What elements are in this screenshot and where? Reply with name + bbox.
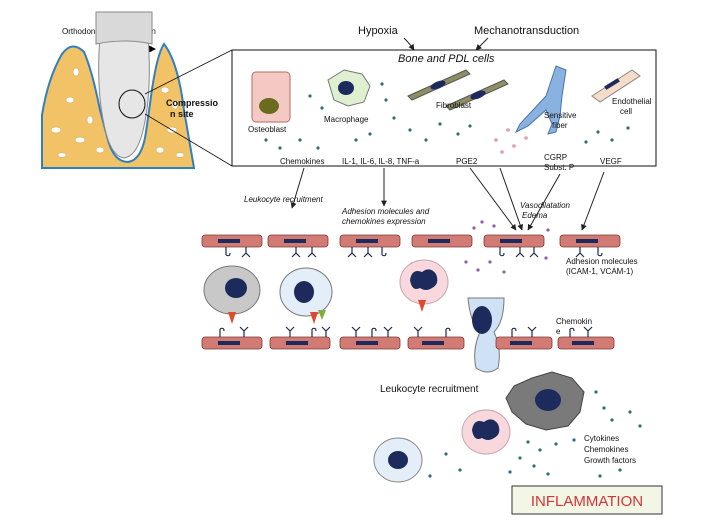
- tooth-root-shape: [98, 35, 150, 159]
- pge2-arrow-1: [469, 167, 517, 231]
- leukocyte-rolling-1: [203, 265, 261, 324]
- osteoblast-nucleus: [259, 98, 279, 114]
- membrane-nucleus: [422, 341, 444, 345]
- growth-factors-label: Growth factors: [584, 456, 636, 465]
- cgrp-arrow: [527, 173, 561, 231]
- transmigrating-leukocyte: [467, 297, 505, 373]
- adhesion-receptors-top: [225, 247, 603, 258]
- hypoxia-arrow: [403, 37, 415, 51]
- vegf-arrow: [581, 171, 605, 231]
- zoom-line-bottom: [144, 113, 233, 167]
- tooth-crown-shape: [95, 11, 153, 45]
- fibroblast-label: Fibroblast: [436, 101, 472, 110]
- leukocyte-rolling-2: [279, 267, 333, 324]
- mechano-arrow: [475, 37, 489, 51]
- edema-label: Edema: [522, 211, 548, 220]
- lymphocyte-tissue: [373, 437, 423, 483]
- vasodilatation-label: Vasodilatation: [520, 201, 571, 210]
- chemokines-bottom-label: Chemokines: [584, 445, 628, 454]
- adhesion-expression-label-2: chemokines expression: [342, 217, 426, 226]
- membrane-nucleus: [576, 239, 598, 243]
- inflammation-box: [511, 485, 663, 515]
- endothelial-nucleus: [604, 78, 620, 90]
- cgrp-label: CGRP: [544, 153, 567, 162]
- leukocyte-recruitment-mid-label: Leukocyte recruitment: [380, 384, 479, 395]
- interleukins-label: IL-1, IL-6, IL-8, TNF-a: [342, 157, 420, 166]
- chemokine-label-2: e: [556, 327, 561, 336]
- tooth-bone-panel: Orthodontic force direction Compressio n…: [41, 11, 233, 169]
- membrane-nucleus: [218, 341, 240, 345]
- sensitive-fiber-label-1: Sensitive: [544, 111, 577, 120]
- adhesion-receptors-bottom: [219, 326, 593, 337]
- macrophage-nucleus: [338, 81, 354, 95]
- membrane-nucleus: [428, 239, 450, 243]
- adhesion-expression-label-1: Adhesion molecules and: [341, 207, 430, 216]
- cytokines-label: Cytokines: [584, 434, 619, 443]
- cytokine-dots-bottom: [428, 390, 642, 478]
- neutrophil-rolling: [399, 259, 449, 312]
- membrane-nucleus: [218, 239, 240, 243]
- osteoblast-label: Osteoblast: [248, 125, 287, 134]
- endothelial-label-2: cell: [620, 107, 632, 116]
- endothelial-label-1: Endothelial: [612, 97, 652, 106]
- vegf-label: VEGF: [600, 157, 622, 166]
- chemokines-arrow: [290, 167, 305, 209]
- membrane-nucleus: [572, 341, 594, 345]
- membrane-nucleus: [284, 239, 306, 243]
- membrane-nucleus: [356, 341, 378, 345]
- neutrophil-tissue: [461, 409, 511, 455]
- mechanotransduction-label: Mechanotransduction: [474, 25, 579, 37]
- compression-circle: [118, 89, 146, 119]
- osteoblast-cell: [251, 71, 291, 123]
- leukocyte-recruitment-top-label: Leukocyte recruitment: [244, 195, 323, 204]
- macrophage-label: Macrophage: [324, 115, 369, 124]
- sensitive-fiber-shape: [514, 65, 567, 135]
- inflammation-label: INFLAMMATION: [531, 493, 643, 510]
- compression-site-label-1: Compressio: [166, 98, 219, 108]
- macrophage-tissue: [505, 371, 585, 431]
- endothelial-cell-shape: [591, 69, 641, 103]
- bone-pdl-cells-box: [231, 49, 657, 167]
- hypoxia-label: Hypoxia: [358, 25, 399, 37]
- adhesion-molecules-label-1: Adhesion molecules: [566, 257, 638, 266]
- pge2-arrow-2: [499, 167, 524, 231]
- signal-dots-box: [264, 82, 630, 154]
- membrane-nucleus: [286, 341, 308, 345]
- chemokines-label: Chemokines: [280, 157, 324, 166]
- membrane-nucleus: [500, 239, 522, 243]
- endothelium-row-bottom: [201, 336, 615, 350]
- pge2-label: PGE2: [456, 157, 478, 166]
- fibroblast-nucleus-1: [430, 80, 446, 90]
- membrane-nucleus: [356, 239, 378, 243]
- fibroblast-nucleus-2: [470, 90, 486, 100]
- adhesion-molecules-label-2: (ICAM-1, VCAM-1): [566, 267, 633, 276]
- membrane-nucleus: [510, 341, 532, 345]
- subst-p-label: Subst. P: [544, 163, 574, 172]
- compression-site-label-2: n site: [170, 109, 194, 119]
- chemokine-label-1: Chemokin: [556, 317, 592, 326]
- sensitive-fiber-label-2: fiber: [552, 121, 568, 130]
- zoom-line-top: [144, 49, 233, 95]
- endothelium-row-top: [201, 234, 621, 248]
- bone-pdl-cells-title: Bone and PDL cells: [398, 53, 495, 65]
